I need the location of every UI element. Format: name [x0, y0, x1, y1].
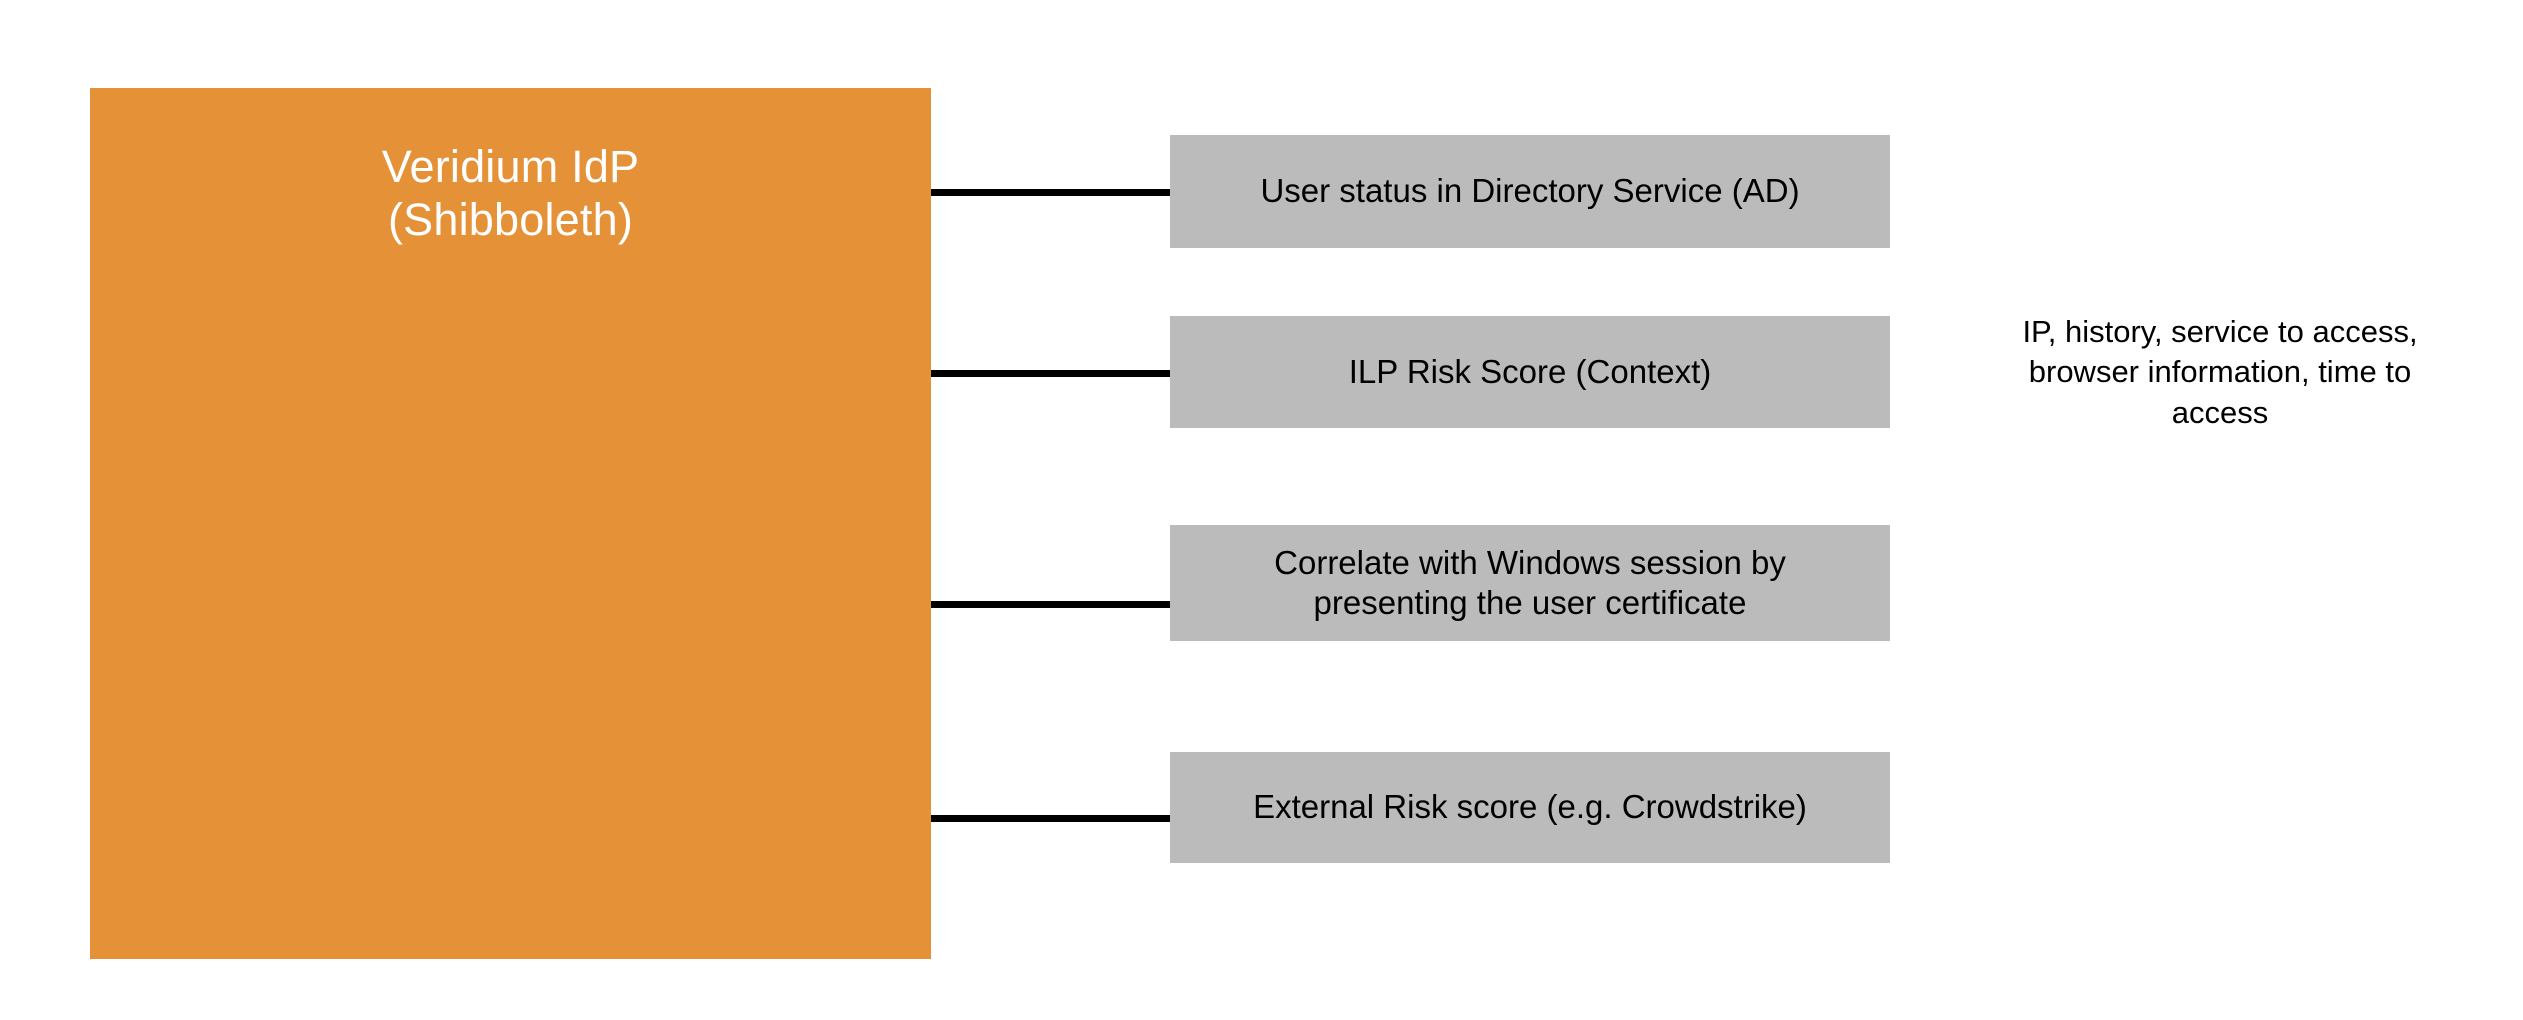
connector-to-external-risk-score — [931, 815, 1171, 822]
attribute-label-external-risk-score: External Risk score (e.g. Crowdstrike) — [1253, 788, 1807, 826]
connector-to-correlate-windows-session — [931, 601, 1171, 608]
attribute-box-external-risk-score[interactable]: External Risk score (e.g. Crowdstrike) — [1170, 752, 1890, 863]
idp-block-label: Veridium IdP (Shibboleth) — [381, 141, 640, 246]
attribute-box-user-status[interactable]: User status in Directory Service (AD) — [1170, 135, 1890, 248]
attribute-box-ilp-risk-score[interactable]: ILP Risk Score (Context) — [1170, 316, 1890, 428]
attribute-box-correlate-windows-session[interactable]: Correlate with Windows session by presen… — [1170, 525, 1890, 641]
idp-block[interactable]: Veridium IdP (Shibboleth) — [90, 88, 931, 959]
connector-to-ilp-risk-score — [931, 370, 1171, 377]
attribute-label-ilp-risk-score: ILP Risk Score (Context) — [1348, 352, 1712, 390]
connector-to-user-status — [931, 189, 1171, 196]
attribute-label-user-status: User status in Directory Service (AD) — [1260, 172, 1800, 210]
context-detail-note: IP, history, service to access, browser … — [2022, 314, 2418, 430]
attribute-label-correlate-windows-session: Correlate with Windows session by presen… — [1274, 543, 1786, 621]
